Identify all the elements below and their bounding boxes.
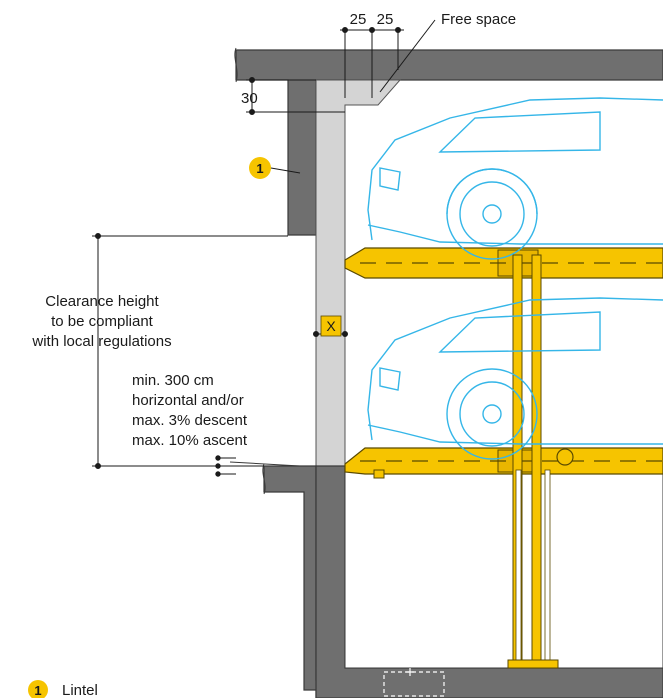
approach-label-line4: max. 10% ascent <box>132 432 248 449</box>
dim-label-b: 25 <box>377 11 394 28</box>
break-line-bottom <box>262 463 266 495</box>
lintel-badge-number: 1 <box>256 161 263 176</box>
lintel-badge-leader <box>270 167 301 174</box>
free-space-label: Free space <box>441 11 516 28</box>
approach-label-line3: max. 3% descent <box>132 412 248 429</box>
legend: 1 Lintel <box>28 680 98 698</box>
break-line-top <box>234 47 238 83</box>
dim-label-a: 25 <box>350 11 367 28</box>
building-structure <box>229 47 663 698</box>
lift-posts <box>507 254 559 669</box>
clearance-label-line1: Clearance height <box>45 293 159 310</box>
lower-car <box>367 297 663 460</box>
approach-label-line1: min. 300 cm <box>132 372 214 389</box>
approach-label-line2: horizontal and/or <box>132 392 244 409</box>
pit-inner <box>344 465 663 669</box>
lower-platform <box>344 447 663 479</box>
clearance-label-line2: to be compliant <box>51 313 154 330</box>
dim-label-lintel: 30 <box>241 90 258 107</box>
upper-platform <box>344 247 663 279</box>
clearance-label-line3: with local regulations <box>31 333 171 350</box>
lintel-badge <box>249 157 271 179</box>
legend-badge-number: 1 <box>34 683 41 698</box>
ramp-line <box>229 461 301 467</box>
drain-marker <box>406 668 414 676</box>
legend-item-label: Lintel <box>62 682 98 698</box>
x-marker-label: X <box>326 318 336 334</box>
x-marker-box <box>320 315 342 337</box>
legend-badge <box>28 680 48 698</box>
dimension-lines <box>92 19 436 477</box>
upper-car <box>367 97 663 260</box>
